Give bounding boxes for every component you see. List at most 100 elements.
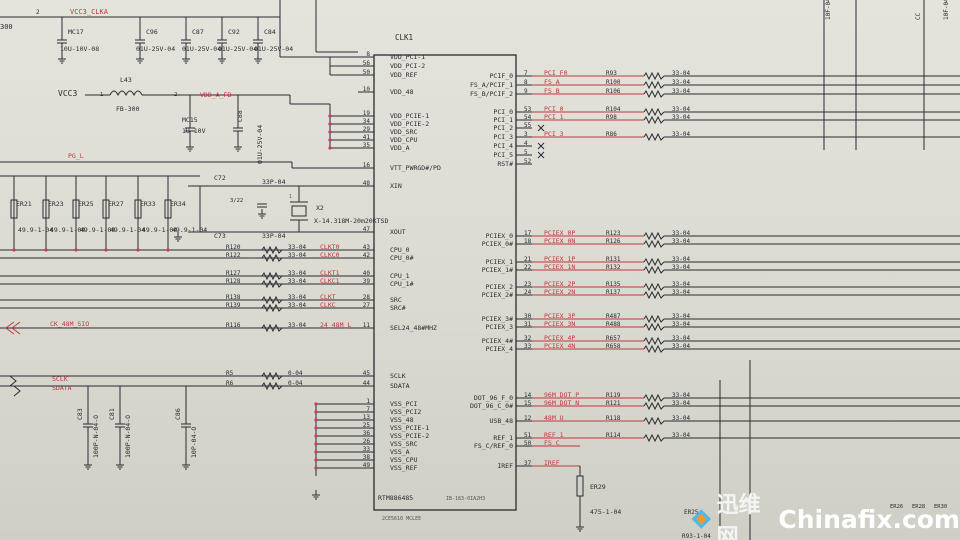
- pin-name: VDD_48: [390, 88, 414, 96]
- pin-number: 37: [524, 460, 532, 467]
- resistor-value: 33-04: [672, 230, 690, 237]
- resistor-value: 33-04: [672, 335, 690, 342]
- pin-name: VDD_PCI-1: [390, 53, 425, 61]
- pin-number: 21: [524, 256, 532, 263]
- pin-name: PCI_0: [493, 108, 513, 116]
- pin-name: PCIEX_4#: [482, 337, 513, 345]
- pin-number: 25: [363, 422, 371, 429]
- offpage-arrow-ck48: [5, 321, 21, 335]
- chinafix-watermark: 迅维网 Chinafix.com: [690, 493, 960, 540]
- junction-dot: [314, 450, 318, 454]
- net-label: PCIEX_1P: [544, 255, 575, 263]
- pin-number: 32: [524, 335, 532, 342]
- top-value: 300: [0, 23, 13, 31]
- pin-number: 44: [363, 380, 371, 387]
- pin-number: 29: [363, 126, 371, 133]
- pin-name: USB_48: [490, 417, 514, 425]
- resistor-value: 33-04: [672, 79, 690, 86]
- net-label: PCI_3: [544, 130, 564, 138]
- pin-name: PCIEX_3#: [482, 315, 513, 323]
- edge-ref: ER26: [890, 504, 903, 510]
- resistor-value: 0-04: [288, 380, 303, 387]
- resistor-ref: ER29: [590, 483, 606, 491]
- series-resistor: [643, 265, 665, 275]
- resistor-ref: ER33: [140, 200, 156, 208]
- series-resistor: [643, 290, 665, 300]
- resistor-ref: R131: [606, 256, 621, 263]
- resistor-value: 33-04: [672, 432, 690, 439]
- resistor-value: 33-04: [672, 131, 690, 138]
- pin-name: VDD_PCI-2: [390, 62, 425, 70]
- pin-name: RST#: [497, 160, 513, 168]
- crystal-symbol: [291, 205, 307, 217]
- watermark-english: Chinafix.com: [778, 504, 960, 534]
- net-label: PCIEX_0P: [544, 229, 575, 237]
- net-label: PCI_1: [544, 113, 564, 121]
- net-label: PCIEX_3N: [544, 320, 575, 328]
- resistor-value: 33-04: [672, 70, 690, 77]
- pin-name: PCI_2: [493, 124, 513, 132]
- net-label: PCIEX_0N: [544, 237, 575, 245]
- series-resistor: [261, 371, 283, 381]
- pin-name: PCIF_0: [490, 72, 514, 80]
- termination-resistor: [102, 199, 110, 219]
- junction-dot: [314, 410, 318, 414]
- resistor-value: 49.9-1-04: [80, 226, 115, 234]
- termination-resistor: [164, 199, 172, 219]
- resistor-value: 33-04: [672, 238, 690, 245]
- pin-number: 53: [524, 106, 532, 113]
- net-label: 96M_DOT_P: [544, 391, 579, 399]
- resistor-value: 33-04: [672, 264, 690, 271]
- chip-note: IB-183-0IA2H3: [446, 496, 485, 502]
- pin-name: XOUT: [390, 228, 406, 236]
- resistor-ref: R139: [226, 302, 241, 309]
- pin-number: 5: [524, 149, 528, 156]
- pin-number: 52: [524, 158, 532, 165]
- net-label-vdd-a-fb: VDD_A_FB: [200, 91, 231, 99]
- capacitor-value: 01U-25V-04: [254, 45, 293, 53]
- pin-name: SDATA: [390, 382, 410, 390]
- pin-name: PCIEX_2#: [482, 291, 513, 299]
- pin-name: VSS_SRC: [390, 440, 417, 448]
- pin-number: 39: [363, 278, 371, 285]
- crystal-pin: 1: [289, 194, 292, 200]
- resistor-ref: R118: [606, 415, 621, 422]
- resistor-value: 49.9-1-04: [50, 226, 85, 234]
- junction-dot: [44, 248, 48, 252]
- pin-number: 34: [363, 118, 371, 125]
- pin-number: 3: [524, 131, 528, 138]
- series-resistor: [261, 295, 283, 305]
- pin-number: 26: [363, 438, 371, 445]
- pin-name: PCI_4: [493, 142, 513, 150]
- chip-body: [373, 54, 517, 511]
- junction-dot: [12, 248, 16, 252]
- crystal-value: X-14.318M-20m20KTSD: [314, 217, 388, 225]
- pin-number: 12: [524, 415, 532, 422]
- pin-number: 56: [363, 60, 371, 67]
- resistor-ref: R5: [226, 370, 234, 377]
- net-label-ck48: CK_48M_SIO: [50, 320, 89, 328]
- net-label: PCI_0: [544, 105, 564, 113]
- series-resistor: [643, 239, 665, 249]
- resistor-ref: R98: [606, 114, 617, 121]
- capacitor-value: 100P-N-04-O: [124, 415, 132, 458]
- series-resistor: [643, 231, 665, 241]
- pin-name: SEL24_48#MHZ: [390, 324, 437, 332]
- pin-number: 35: [363, 142, 371, 149]
- pin-number: 24: [524, 289, 532, 296]
- pin-name: VDD_PCIE-2: [390, 120, 429, 128]
- resistor-ref: R104: [606, 106, 621, 113]
- net-label: CLKC1: [320, 277, 340, 285]
- net-label: CLKT0: [320, 243, 340, 251]
- resistor-ref: R137: [606, 289, 621, 296]
- resistor-value: 33-04: [672, 415, 690, 422]
- inductor-value: FB-300: [116, 105, 140, 113]
- net-label-sclk: SCLK: [52, 375, 68, 383]
- capacitor-value: 33P-04: [262, 178, 286, 186]
- pin-name: VSS_CPU: [390, 456, 417, 464]
- pin-name: DOT_96_C_0#: [470, 402, 513, 410]
- capacitor-value: 01U-25V-04: [182, 45, 221, 53]
- resistor-ref: R128: [226, 278, 241, 285]
- pin-name: PCIEX_3: [486, 323, 513, 331]
- capacitor-ref: C81: [108, 408, 116, 420]
